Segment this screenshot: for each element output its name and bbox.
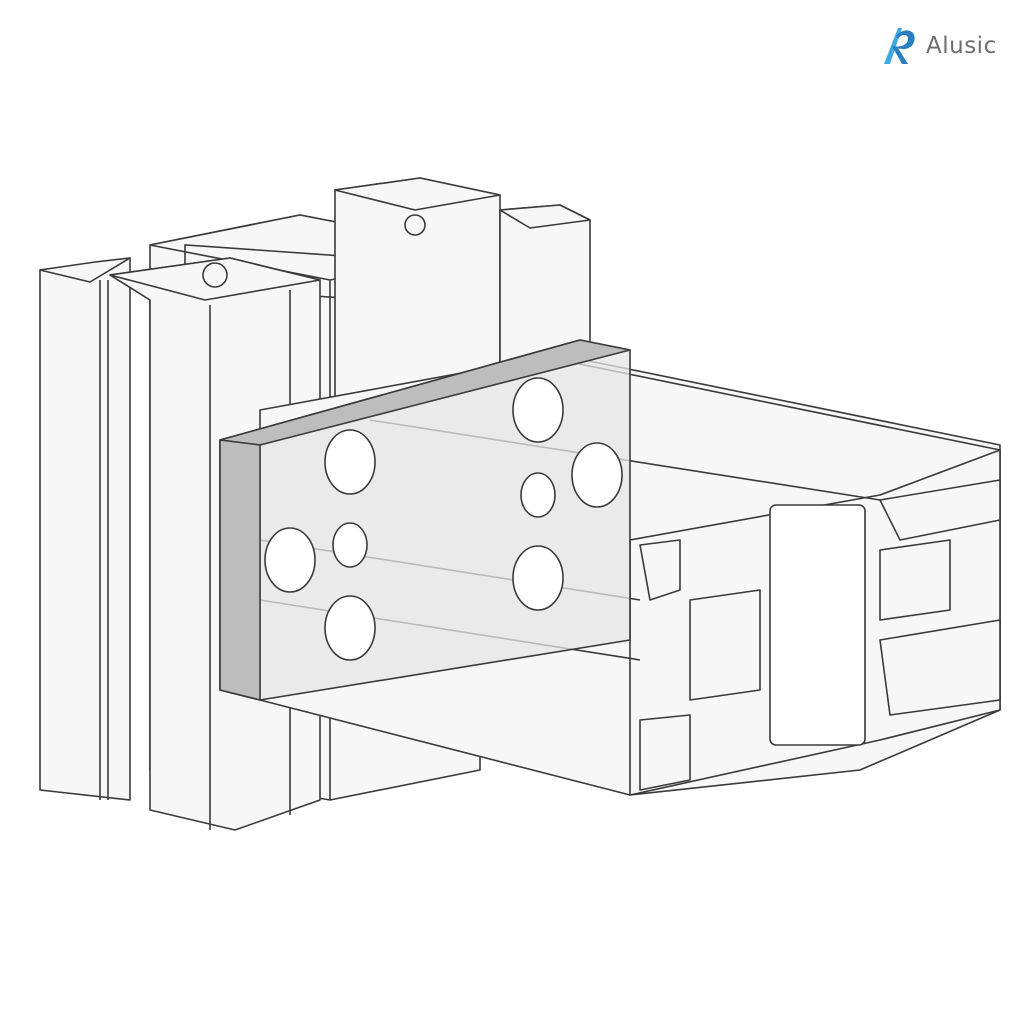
connecting-plate bbox=[219, 339, 631, 701]
plate-hole bbox=[512, 545, 564, 611]
plate-hole bbox=[324, 429, 376, 495]
brand-logo: Alusic bbox=[880, 22, 997, 70]
plate-hole bbox=[520, 472, 556, 518]
plate-hole bbox=[512, 377, 564, 443]
brand-name: Alusic bbox=[926, 33, 997, 59]
alusic-logo-icon bbox=[880, 22, 920, 70]
plate-hole bbox=[571, 442, 623, 508]
plate-hole bbox=[264, 527, 316, 593]
plate-hole bbox=[332, 522, 368, 568]
left-vertical-profile bbox=[39, 257, 131, 801]
plate-hole bbox=[324, 595, 376, 661]
